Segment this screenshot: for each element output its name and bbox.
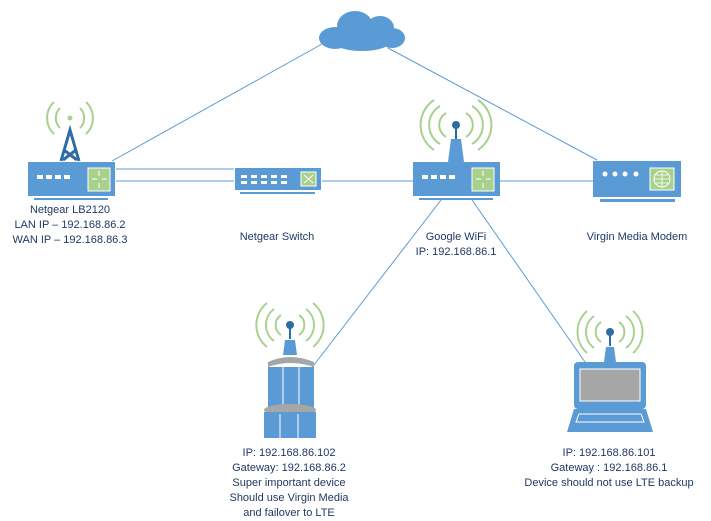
switch-icon xyxy=(235,168,321,194)
important-device-label: IP: 192.168.86.102 Gateway: 192.168.86.2… xyxy=(229,446,348,521)
label-line: Netgear Switch xyxy=(239,231,315,243)
cloud-icon xyxy=(319,11,405,51)
wifi-label: Google WiFi IP: 192.168.86.1 xyxy=(416,230,497,260)
label-line: IP: 192.168.86.102 xyxy=(242,447,336,459)
link-wifi-laptop xyxy=(471,199,586,363)
modem-label: Virgin Media Modem xyxy=(587,230,688,245)
lte-router-icon xyxy=(28,101,115,200)
label-line: IP: 192.168.86.1 xyxy=(415,246,497,258)
label-line: Should use Virgin Media xyxy=(229,492,349,504)
wireless-router-icon xyxy=(413,99,500,200)
link-cloud-modem xyxy=(387,47,598,161)
label-line: Super important device xyxy=(232,477,346,489)
label-line: Gateway : 192.168.86.1 xyxy=(550,462,668,474)
label-line: Virgin Media Modem xyxy=(586,231,688,243)
switch-label: Netgear Switch xyxy=(240,230,315,245)
label-line: and failover to LTE xyxy=(243,507,335,519)
label-line: WAN IP – 192.168.86.3 xyxy=(12,234,128,246)
modem-icon xyxy=(593,161,681,202)
wireless-tower-device-icon xyxy=(255,302,325,438)
link-wifi-device xyxy=(306,199,442,375)
label-line: Google WiFi xyxy=(425,231,487,243)
label-line: Device should not use LTE backup xyxy=(524,477,694,489)
label-line: Netgear LB2120 xyxy=(29,204,111,216)
laptop-label: IP: 192.168.86.101 Gateway : 192.168.86.… xyxy=(524,446,693,491)
links xyxy=(111,43,598,375)
label-line: IP: 192.168.86.101 xyxy=(562,447,656,459)
label-line: Gateway: 192.168.86.2 xyxy=(232,462,346,474)
link-cloud-lte xyxy=(111,43,323,162)
label-line: LAN IP – 192.168.86.2 xyxy=(14,219,126,231)
wireless-laptop-icon xyxy=(567,310,653,432)
lte-router-label: Netgear LB2120 LAN IP – 192.168.86.2 WAN… xyxy=(13,203,128,248)
